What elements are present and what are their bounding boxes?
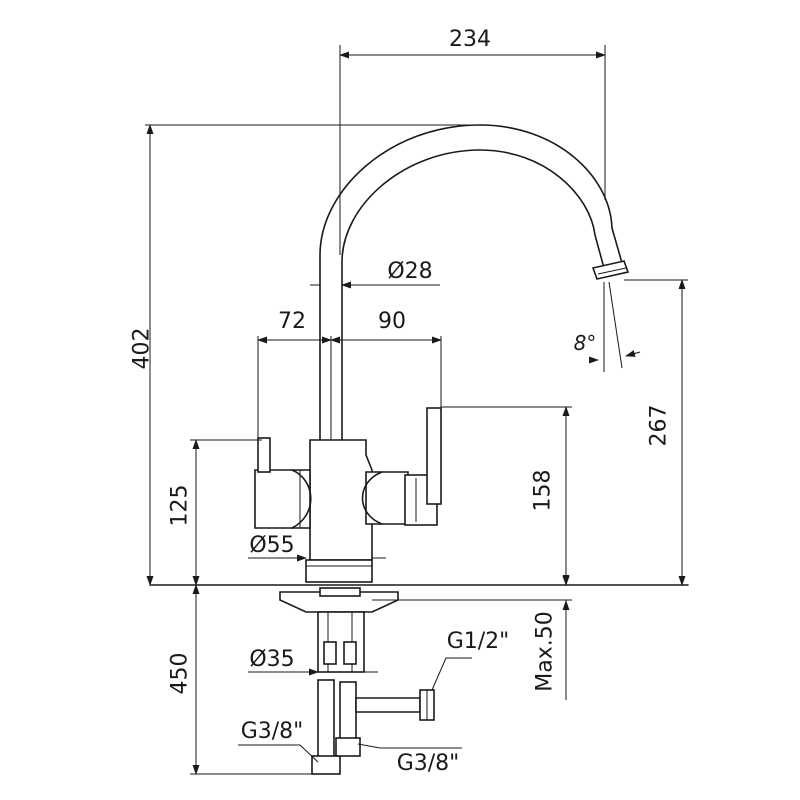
dim-d35-label: Ø35 <box>249 647 294 672</box>
fixing-washer <box>279 591 399 613</box>
dim-125-label: 125 <box>168 485 193 527</box>
dim-max50-label: Max.50 <box>533 611 558 691</box>
spout-outer-curve <box>319 124 625 441</box>
spout-inner-curve <box>341 149 605 441</box>
stud-left <box>323 641 337 665</box>
dim-8deg-label: 8° <box>574 331 597 355</box>
dim-d28-label: Ø28 <box>387 259 432 284</box>
dimension-labels: 234 402 Ø28 72 90 8° 267 158 125 Ø55 Ø35… <box>130 27 672 776</box>
hose-side <box>355 697 421 713</box>
faucet-outline <box>149 124 689 775</box>
dim-158-label: 158 <box>531 470 556 512</box>
spout-aerator <box>591 260 630 280</box>
dim-90-label: 90 <box>378 309 406 334</box>
thread-g38-left-label: G3/8" <box>241 719 304 744</box>
right-lever <box>426 407 442 505</box>
stud-right <box>343 641 357 665</box>
dim-72-label: 72 <box>278 309 306 334</box>
left-handle <box>254 469 311 529</box>
hose-left <box>317 679 335 759</box>
fixing-nut <box>319 587 361 597</box>
dim-267-label: 267 <box>647 405 672 447</box>
thread-g12-label: G1/2" <box>447 629 510 654</box>
dim-d55-label: Ø55 <box>249 533 294 558</box>
dim-450-label: 450 <box>168 653 193 695</box>
dim-234-label: 234 <box>449 27 491 52</box>
right-handle <box>365 471 409 525</box>
dim-402-label: 402 <box>130 328 155 370</box>
thread-g38-right-label: G3/8" <box>397 751 460 776</box>
dimension-lines <box>145 45 688 775</box>
g38-fitting-right <box>335 737 361 757</box>
left-lever <box>257 437 271 473</box>
hose-center <box>339 681 357 741</box>
g38-fitting-left <box>311 755 341 775</box>
faucet-base <box>305 559 373 583</box>
